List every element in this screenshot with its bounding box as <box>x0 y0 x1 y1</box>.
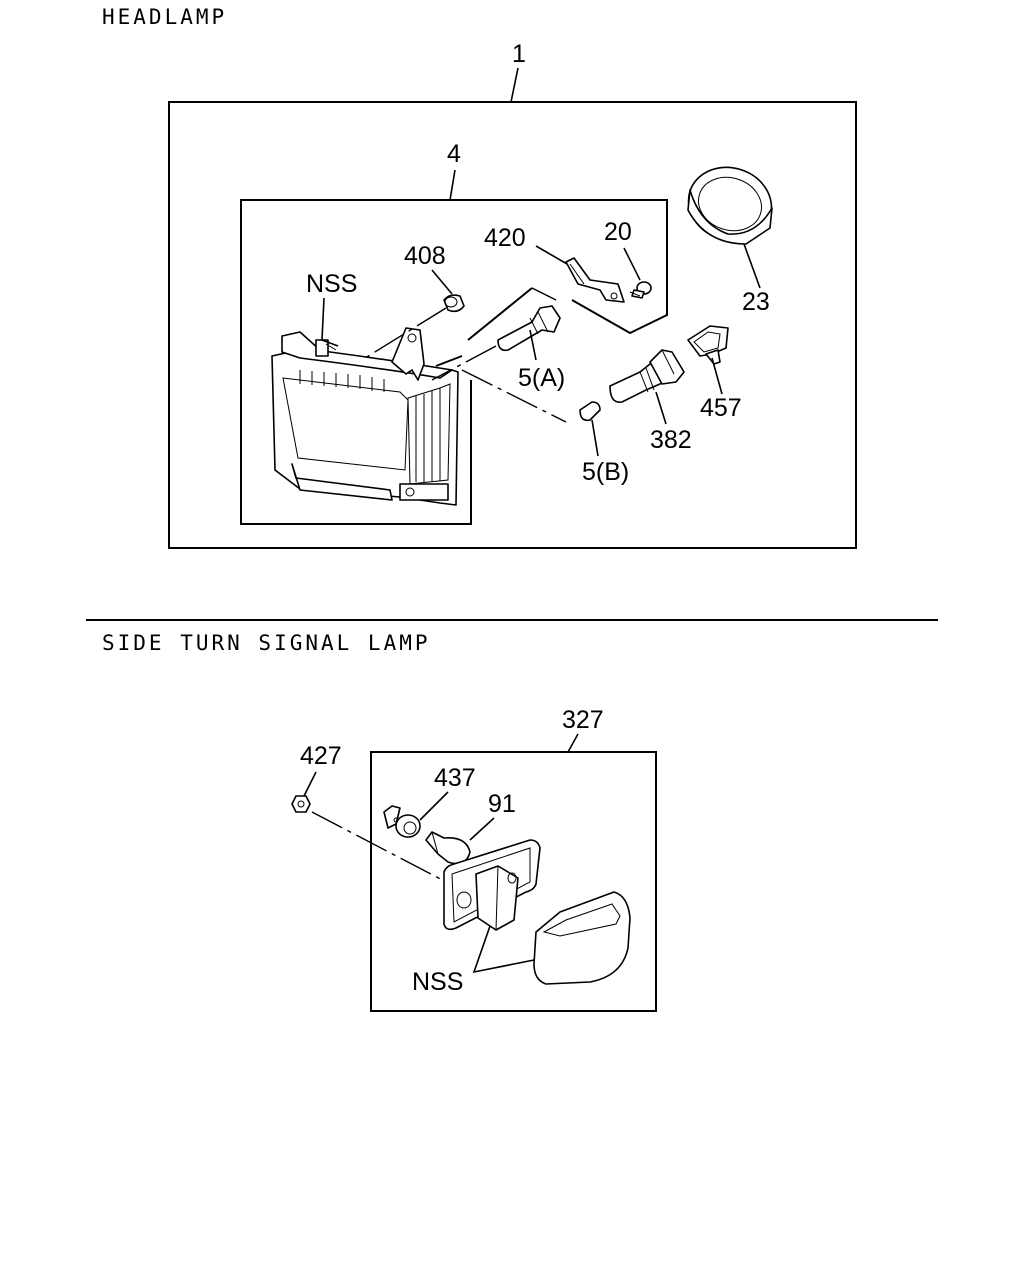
socket-437-drawing <box>383 805 421 838</box>
callout-23-leader <box>743 243 761 289</box>
cap-23-drawing <box>687 166 773 245</box>
headlamp-assembly-box <box>168 101 857 549</box>
bulb-5a-dash-2 <box>431 345 497 381</box>
socket-382-drawing <box>609 349 685 403</box>
side-turn-assembly-box <box>370 751 657 1012</box>
callout-408-leader <box>431 269 453 295</box>
callout-327-leader <box>567 733 579 753</box>
callout-457-leader <box>711 357 723 395</box>
grommet-408-dash <box>361 307 447 361</box>
callout-427-leader <box>303 771 317 797</box>
callout-1-label: 1 <box>512 40 526 68</box>
connector-457-drawing <box>687 325 729 365</box>
bulb-5b-drawing <box>579 401 601 422</box>
bulb-5a-frame <box>467 287 533 341</box>
bulb-5b-frame-a <box>435 355 463 367</box>
callout-5b-leader <box>591 419 599 457</box>
side-turn-section-title: SIDE TURN SIGNAL LAMP <box>102 631 431 655</box>
callout-23-label: 23 <box>742 288 770 316</box>
callout-437-leader <box>419 791 449 821</box>
bulb-5b-dash <box>461 369 567 423</box>
headlamp-unit-box <box>240 199 472 525</box>
bulb-5a-dash <box>531 287 557 301</box>
callout-91-label: 91 <box>488 790 516 818</box>
side-lamp-lens-drawing <box>533 891 631 985</box>
screw-20-drawing <box>629 281 652 299</box>
bulb-91-drawing <box>425 831 471 865</box>
callout-nss-headlamp-leader <box>321 297 325 341</box>
callout-20-label: 20 <box>604 218 632 246</box>
nut-427-dash <box>311 811 451 885</box>
callout-327-label: 327 <box>562 706 604 734</box>
callout-382-leader <box>655 391 667 425</box>
callout-382-label: 382 <box>650 426 692 454</box>
grommet-408-drawing <box>443 294 465 313</box>
callout-20-leader <box>623 247 641 281</box>
callout-457-label: 457 <box>700 394 742 422</box>
callout-420-label: 420 <box>484 224 526 252</box>
callout-4-leader <box>449 169 456 201</box>
callout-4-label: 4 <box>447 140 461 168</box>
callout-nss-headlamp-label: NSS <box>306 270 357 298</box>
side-lamp-housing-drawing <box>443 839 541 931</box>
nut-427-drawing <box>291 795 311 813</box>
headlamp-section-title: HEADLAMP <box>102 5 227 29</box>
callout-408-label: 408 <box>404 242 446 270</box>
headlamp-unit-drawing <box>271 327 459 506</box>
callout-437-label: 437 <box>434 764 476 792</box>
callout-91-leader <box>469 817 495 841</box>
callout-5b-label: 5(B) <box>582 458 629 486</box>
callout-5a-label: 5(A) <box>518 364 565 392</box>
bulb-5a-drawing <box>497 305 561 352</box>
headlamp-unit-box-right <box>450 199 668 335</box>
callout-nss-side-label: NSS <box>412 968 463 996</box>
callout-nss-side-leader <box>472 925 535 974</box>
callout-1-leader <box>510 67 519 103</box>
callout-5a-leader <box>529 329 537 361</box>
callout-427-label: 427 <box>300 742 342 770</box>
bracket-420-drawing <box>565 257 625 303</box>
